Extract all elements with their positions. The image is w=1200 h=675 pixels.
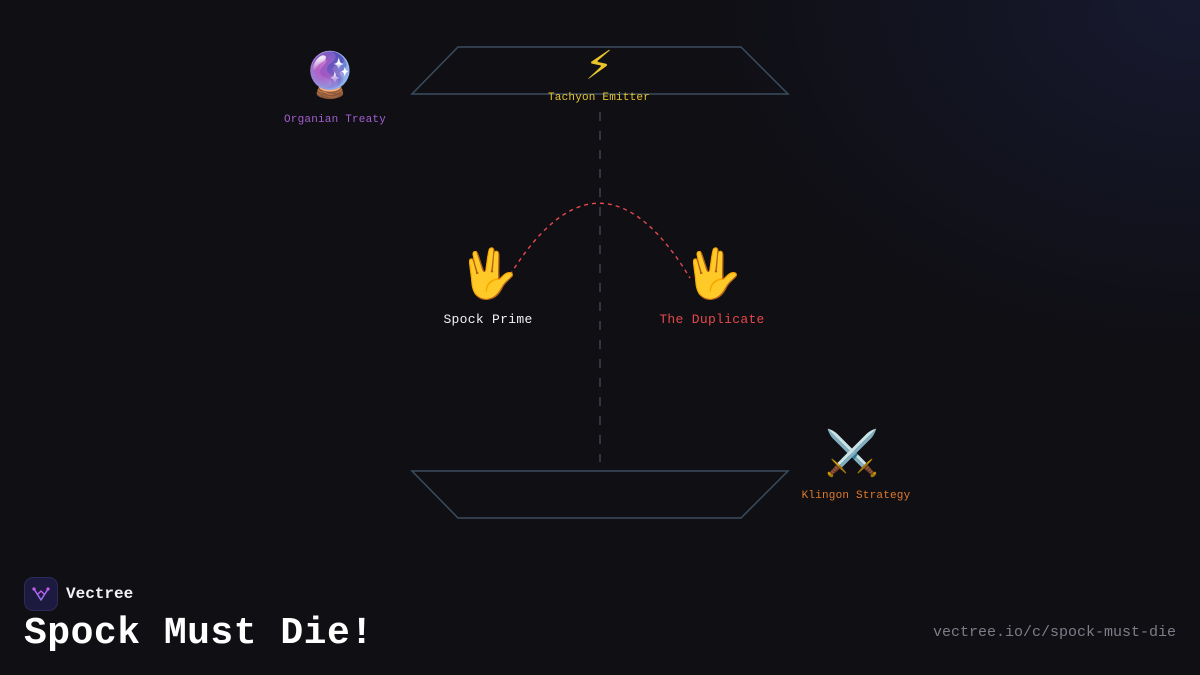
duplication-arc	[509, 202, 691, 279]
crossed-swords-icon: ⚔️	[824, 428, 880, 479]
crystal-ball-icon: 🔮	[302, 50, 358, 101]
organian-treaty-label: Organian Treaty	[283, 114, 387, 126]
node-the-duplicate: 🖖 The Duplicate	[659, 250, 764, 327]
brand[interactable]: Vectree	[24, 577, 133, 611]
vectree-logo-icon	[24, 577, 58, 611]
node-klingon-strategy: ⚔️ Klingon Strategy	[801, 432, 911, 503]
brand-name: Vectree	[66, 585, 134, 603]
bottom-transporter-pad	[410, 470, 790, 519]
lightning-icon: ⚡	[584, 43, 614, 89]
the-duplicate-label: The Duplicate	[659, 312, 765, 327]
klingon-strategy-label: Klingon Strategy	[801, 490, 911, 502]
vulcan-salute-icon: 🖖	[458, 246, 518, 302]
node-organian-treaty: 🔮 Organian Treaty	[274, 50, 387, 127]
node-tachyon-emitter: ⚡ Tachyon Emitter	[548, 46, 650, 104]
top-transporter-pad	[410, 46, 790, 95]
vulcan-salute-icon: 🖖	[682, 246, 742, 302]
page-title: Spock Must Die!	[24, 612, 374, 655]
spock-prime-label: Spock Prime	[443, 312, 533, 327]
node-spock-prime: 🖖 Spock Prime	[443, 250, 532, 327]
page-url-link[interactable]: vectree.io/c/spock-must-die	[932, 624, 1176, 641]
tachyon-emitter-label: Tachyon Emitter	[547, 92, 651, 104]
